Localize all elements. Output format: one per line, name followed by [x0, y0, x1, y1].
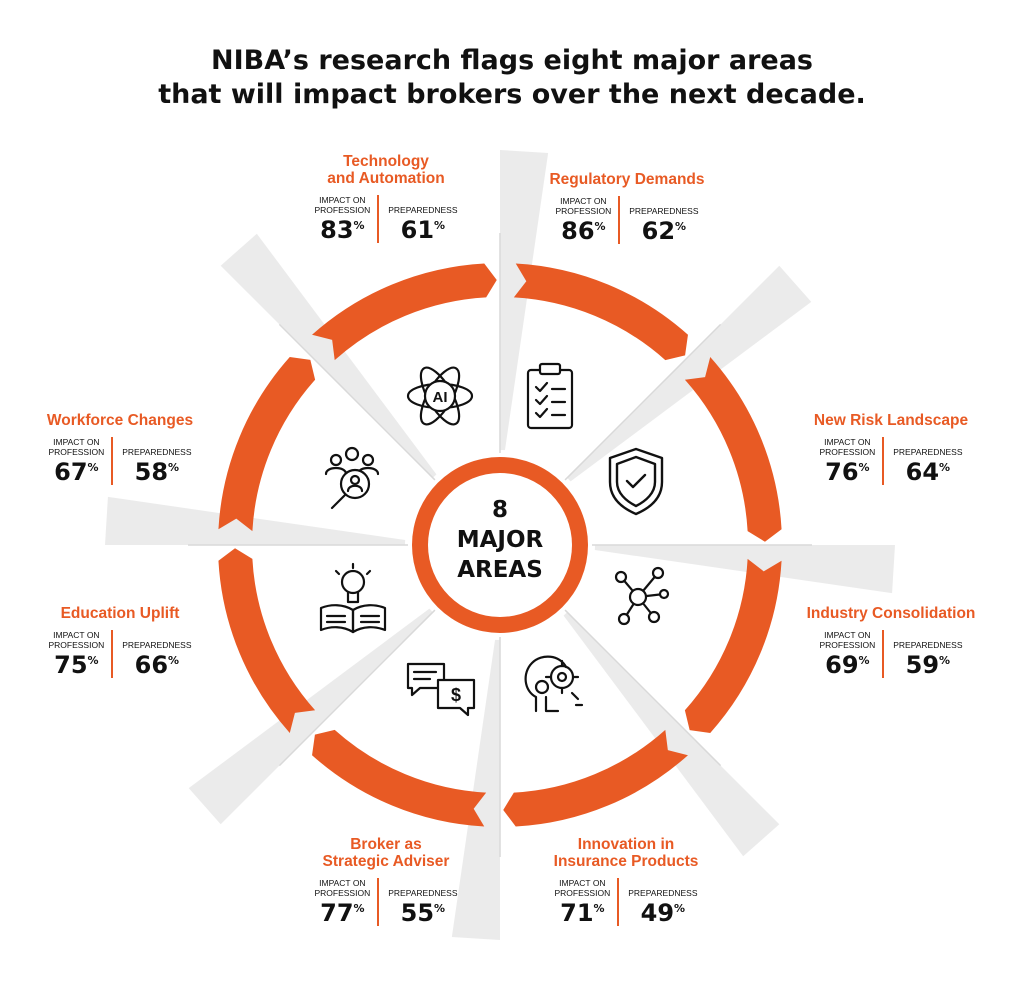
preparedness-label: PREPAREDNESS	[122, 640, 192, 650]
clipboard-checklist-icon	[526, 362, 574, 430]
boundary-shadow-8	[220, 233, 437, 478]
impact-value: 76%	[825, 458, 870, 486]
gear-head-icon	[524, 655, 584, 713]
impact-value: 75%	[54, 651, 99, 679]
shading-layer	[105, 150, 895, 940]
preparedness-label: PREPAREDNESS	[388, 205, 458, 215]
ring-segment-6	[218, 548, 316, 733]
boundary-shadow-3	[594, 545, 895, 594]
divider-line-4	[564, 609, 722, 767]
area-title: Education Uplift	[60, 605, 180, 622]
ring-segment-1	[513, 263, 688, 361]
page-title: NIBA’s research flags eight major areas …	[0, 44, 1024, 112]
orange-ring	[218, 263, 782, 827]
title-line-2: that will impact brokers over the next d…	[158, 79, 866, 110]
area-title: Industry Consolidation	[806, 605, 976, 622]
boundary-shadow-5	[451, 639, 500, 940]
center-line-3: AREAS	[457, 557, 543, 583]
preparedness-label: PREPAREDNESS	[122, 447, 192, 457]
impact-value: 69%	[825, 651, 870, 679]
center-badge: 8 MAJOR AREAS	[412, 457, 588, 633]
preparedness-label: PREPAREDNESS	[893, 640, 963, 650]
ring-segment-4	[503, 729, 688, 827]
book-lightbulb-icon	[319, 562, 387, 634]
preparedness-value: 59%	[905, 651, 951, 679]
preparedness-value: 61%	[400, 216, 446, 244]
preparedness-label: PREPAREDNESS	[388, 888, 458, 898]
ring-segment-8	[312, 263, 497, 361]
area-title: Regulatory Demands	[549, 171, 705, 188]
svg-text:AI: AI	[433, 389, 448, 406]
network-nodes-icon	[614, 566, 670, 626]
preparedness-label: PREPAREDNESS	[629, 206, 699, 216]
area-title: Workforce Changes	[46, 412, 194, 429]
divider-line-6	[278, 609, 436, 767]
preparedness-value: 58%	[134, 458, 180, 486]
boundary-shadow-1	[500, 150, 549, 451]
ring-segment-7	[218, 357, 316, 532]
title-line-1: NIBA’s research flags eight major areas	[210, 45, 813, 76]
divider-layer	[188, 233, 812, 857]
area-title: New Risk Landscape	[813, 412, 969, 429]
preparedness-label: PREPAREDNESS	[628, 888, 698, 898]
svg-text:$: $	[451, 685, 461, 705]
ring-segment-5	[312, 729, 487, 827]
people-search-icon	[324, 446, 380, 510]
impact-value: 67%	[54, 458, 99, 486]
divider-line-2	[564, 323, 722, 481]
boundary-shadow-4	[563, 612, 780, 857]
center-line-1: 8	[492, 497, 508, 523]
boundary-shadow-6	[188, 608, 433, 825]
preparedness-value: 55%	[400, 899, 446, 927]
preparedness-value: 64%	[905, 458, 951, 486]
preparedness-value: 49%	[640, 899, 686, 927]
preparedness-label: PREPAREDNESS	[893, 447, 963, 457]
impact-value: 83%	[320, 216, 365, 244]
ring-segment-3	[684, 558, 782, 733]
center-line-2: MAJOR	[457, 527, 544, 553]
shield-check-icon	[608, 447, 664, 516]
chat-dollar-icon: $	[406, 662, 476, 717]
ring-segment-2	[684, 357, 782, 542]
divider-line-8	[278, 323, 436, 481]
impact-value: 86%	[561, 217, 606, 245]
boundary-shadow-2	[567, 265, 812, 482]
impact-value: 77%	[320, 899, 365, 927]
ai-atom-icon: AI	[406, 366, 474, 426]
preparedness-value: 66%	[134, 651, 180, 679]
boundary-shadow-7	[105, 496, 406, 545]
impact-value: 71%	[560, 899, 605, 927]
preparedness-value: 62%	[641, 217, 687, 245]
